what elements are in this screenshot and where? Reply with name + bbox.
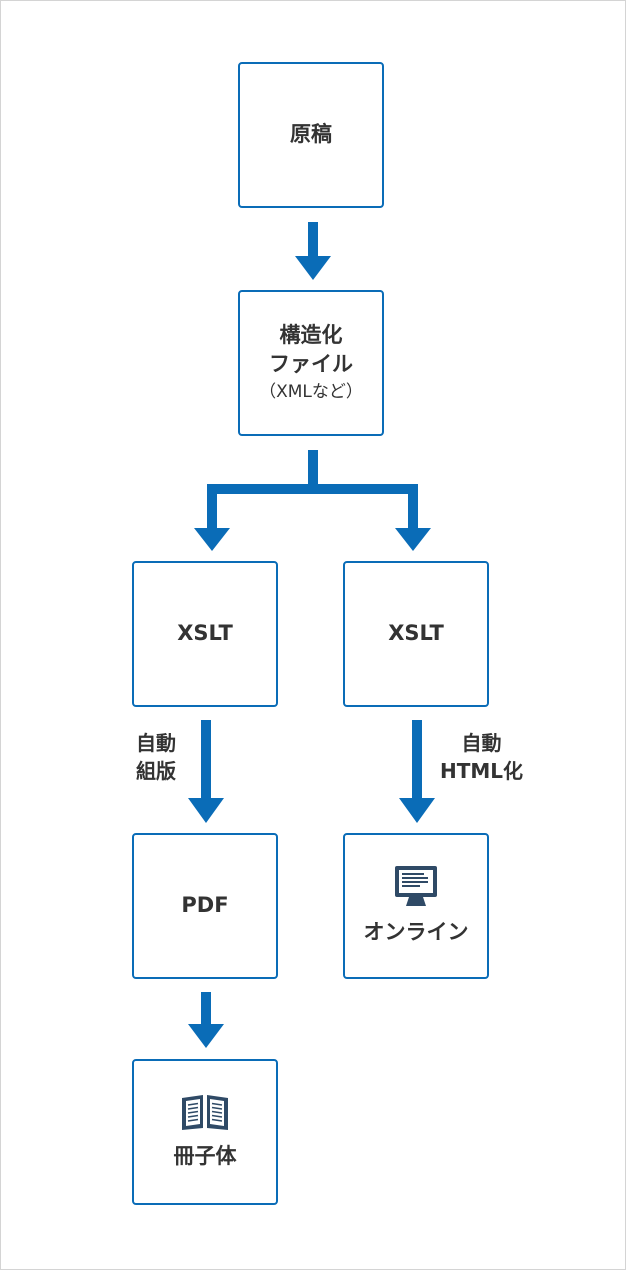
node-booklet: 冊子体: [132, 1059, 278, 1205]
arrow-shaft-pdf-booklet: [201, 992, 211, 1024]
node-xslt-left-label: XSLT: [177, 621, 233, 646]
edge-label-left-line2: 組版: [136, 759, 176, 783]
arrowhead-to-xslt-right: [395, 528, 431, 551]
arrowhead-to-xslt-left: [194, 528, 230, 551]
node-xslt-right: XSLT: [343, 561, 489, 707]
arrowhead-pdf-booklet: [188, 1024, 224, 1048]
node-online: オンライン: [343, 833, 489, 979]
edge-label-right-line2: HTML化: [440, 759, 524, 783]
node-structured-line2: ファイル: [269, 352, 353, 377]
node-xslt-right-label: XSLT: [388, 621, 444, 646]
arrowhead-manuscript-structured: [295, 256, 331, 280]
node-manuscript-label: 原稿: [290, 122, 332, 147]
arrow-shaft-xslt-pdf: [201, 720, 211, 798]
node-pdf: PDF: [132, 833, 278, 979]
edge-label-right-line1: 自動: [461, 731, 502, 755]
branch-stem: [308, 450, 318, 490]
open-book-icon: [182, 1095, 228, 1131]
edge-label-left-line1: 自動: [136, 731, 176, 755]
node-pdf-label: PDF: [181, 893, 229, 918]
edge-label-auto-typesetting: 自動 組版: [136, 729, 176, 785]
branch-left-drop: [207, 484, 217, 528]
edge-label-auto-html: 自動 HTML化: [440, 729, 523, 785]
arrowhead-xslt-pdf: [188, 798, 224, 823]
node-xslt-left: XSLT: [132, 561, 278, 707]
node-manuscript: 原稿: [238, 62, 384, 208]
branch-horizontal: [207, 484, 418, 494]
node-booklet-label: 冊子体: [173, 1144, 237, 1169]
arrow-shaft-manuscript-structured: [308, 222, 318, 256]
node-structured-file: 構造化 ファイル （XMLなど）: [238, 290, 384, 436]
arrow-shaft-xslt-online: [412, 720, 422, 798]
arrowhead-xslt-online: [399, 798, 435, 823]
node-structured-sub: （XMLなど）: [259, 382, 363, 403]
node-structured-line1: 構造化: [279, 322, 343, 347]
node-online-label: オンライン: [363, 920, 469, 945]
branch-right-drop: [408, 484, 418, 528]
monitor-icon: [395, 866, 437, 907]
